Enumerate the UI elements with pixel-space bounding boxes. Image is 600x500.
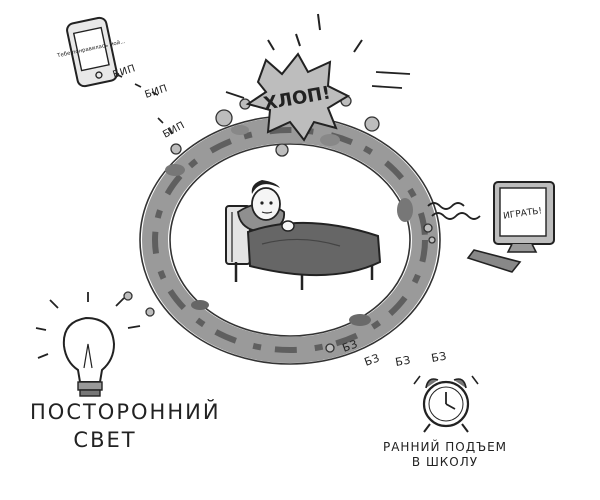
stray-light-line2: СВЕТ	[73, 428, 137, 452]
early-wakeup-line1: РАННИЙ ПОДЪЕМ	[382, 440, 508, 454]
sleep-bubble-ring	[139, 115, 441, 365]
stray-light-line1: ПОСТОРОННИЙ	[30, 400, 221, 424]
phone-icon	[66, 16, 118, 88]
early-wakeup-label: РАННИЙ ПОДЪЕМ В ШКОЛУ	[380, 440, 510, 470]
monitor-icon	[427, 181, 555, 273]
snore-label: БЗ	[363, 351, 382, 369]
snore-label: БЗ	[394, 353, 412, 369]
thought-bubbles	[123, 95, 436, 353]
beep-label: БИП	[161, 120, 187, 141]
stray-light-label: ПОСТОРОННИЙ СВЕТ	[30, 398, 221, 454]
beep-label: БИП	[144, 83, 170, 101]
beep-dashes	[115, 73, 173, 135]
light-bulb-icon	[35, 292, 141, 397]
snore-label: БЗ	[341, 337, 360, 355]
boy-in-bed	[225, 180, 382, 290]
bang-burst	[225, 13, 411, 142]
early-wakeup-line2: В ШКОЛУ	[411, 455, 479, 469]
alarm-clock-icon	[413, 375, 479, 433]
snore-label: БЗ	[430, 349, 448, 365]
